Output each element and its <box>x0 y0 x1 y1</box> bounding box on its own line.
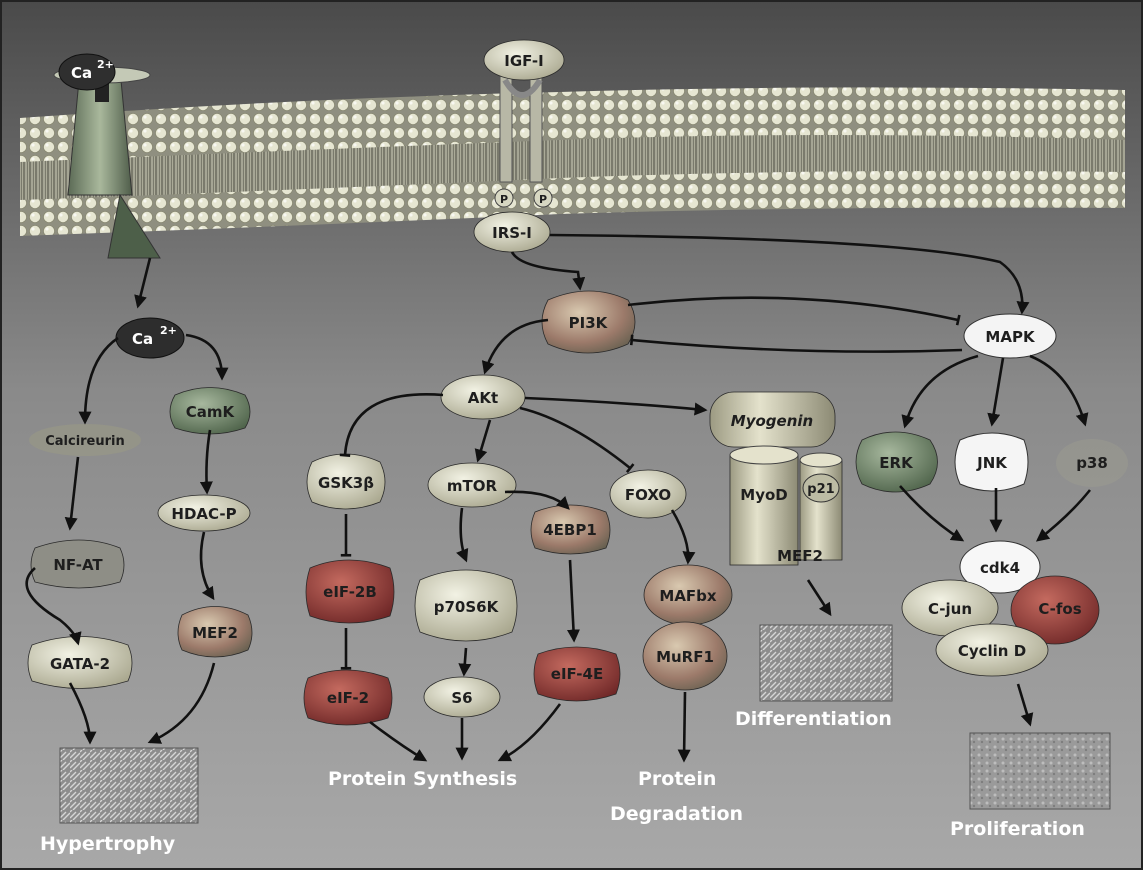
nodes-p-right-label: P <box>539 193 547 206</box>
nodes-cjun-label: C-jun <box>928 600 972 618</box>
nodes-eif2-label: eIF-2 <box>327 689 369 707</box>
nodes-p70-label: p70S6K <box>434 598 500 616</box>
nodes-myod-label: MyoD <box>740 486 787 504</box>
nodes-myogenin-label: Myogenin <box>731 412 813 430</box>
calcineurin-node: Calcireurin <box>29 424 141 456</box>
nodes-mafbx-label: MAFbx <box>659 587 717 605</box>
nodes-p38-label: p38 <box>1076 454 1108 472</box>
akt-node: AKt <box>441 375 525 419</box>
gata-node: GATA-2 <box>28 637 132 689</box>
p38-node: p38 <box>1056 439 1128 487</box>
myogenin-node: Myogenin <box>710 392 835 447</box>
outcome-protein-degradation-line1: Protein <box>638 768 716 790</box>
mtor-node: mTOR <box>428 463 516 507</box>
nfat-node: NF-AT <box>31 540 124 588</box>
hdac-node: HDAC-P <box>158 495 250 531</box>
jnk-node: JNK <box>955 433 1028 491</box>
nodes-cfos-label: C-fos <box>1038 600 1081 618</box>
nodes-hdac-label: HDAC-P <box>171 505 236 523</box>
hypertrophy-tissue-image <box>60 748 198 823</box>
eif2b-node: eIF-2B <box>306 560 394 623</box>
camk-node: CamK <box>170 388 250 435</box>
proliferation-tissue-image <box>970 733 1110 809</box>
eif4e-node: eIF-4E <box>534 647 620 701</box>
nodes-igf-label: IGF-I <box>504 52 544 70</box>
nodes-foxo-label: FOXO <box>625 486 671 504</box>
irs-node: IRS-I <box>474 212 550 252</box>
nodes-pi3k-label: PI3K <box>569 314 609 332</box>
ca-top-node: Ca 2+ <box>59 54 115 90</box>
nodes-nfat-label: NF-AT <box>53 556 103 574</box>
s6-node: S6 <box>424 677 500 717</box>
ebp-node: 4EBP1 <box>531 505 610 554</box>
outcome-protein-synthesis: Protein Synthesis <box>328 768 517 790</box>
mef2-right-node: MEF2 <box>777 547 823 565</box>
cyclin-node: Cyclin D <box>936 624 1048 676</box>
nodes-cdk4-label: cdk4 <box>980 559 1020 577</box>
nodes-s6-label: S6 <box>451 689 472 707</box>
p21-node: p21 <box>800 453 842 560</box>
mapk-node: MAPK <box>964 314 1056 358</box>
erk-node: ERK <box>856 432 938 492</box>
nodes-mef2-right-label: MEF2 <box>777 547 823 565</box>
gsk-node: GSK3β <box>307 454 385 509</box>
nodes-gata-label: GATA-2 <box>50 655 110 673</box>
nodes-ebp-label: 4EBP1 <box>543 521 597 539</box>
nodes-ca-top-sup-label: 2+ <box>97 58 114 71</box>
nodes-ca-mid-base-label: Ca <box>132 330 153 348</box>
p-left-badge: P <box>495 189 513 207</box>
nodes-gsk-label: GSK3β <box>318 474 374 492</box>
ca-mid-node: Ca 2+ <box>116 318 184 358</box>
nodes-mtor-label: mTOR <box>447 477 498 495</box>
pi3k-node: PI3K <box>542 291 635 353</box>
nodes-mapk-label: MAPK <box>985 328 1036 346</box>
murf-node: MuRF1 <box>643 622 727 690</box>
nodes-cyclin-label: Cyclin D <box>958 642 1026 660</box>
differentiation-tissue-image <box>760 625 892 701</box>
outcome-hypertrophy: Hypertrophy <box>40 833 176 855</box>
nodes-eif2b-label: eIF-2B <box>323 583 377 601</box>
nodes-p-left-label: P <box>500 193 508 206</box>
p-right-badge: P <box>534 189 552 207</box>
outcome-protein-degradation-line2: Degradation <box>610 803 743 825</box>
nodes-p21-label: p21 <box>807 482 834 497</box>
nodes-eif4e-label: eIF-4E <box>551 665 603 683</box>
nodes-murf-label: MuRF1 <box>656 648 714 666</box>
nodes-ca-mid-sup-label: 2+ <box>160 324 177 337</box>
nodes-camk-label: CamK <box>186 403 236 421</box>
igf-node: IGF-I <box>484 40 564 80</box>
nodes-irs-label: IRS-I <box>492 224 532 242</box>
nodes-mef2-left-label: MEF2 <box>192 624 238 642</box>
nodes-calcineurin-label: Calcireurin <box>45 434 125 449</box>
nodes-akt-label: AKt <box>468 389 498 407</box>
outcome-proliferation: Proliferation <box>950 818 1085 840</box>
foxo-node: FOXO <box>610 470 686 518</box>
mef2-left-node: MEF2 <box>178 607 252 658</box>
nodes-ca-top-base-label: Ca <box>71 64 92 82</box>
eif2-node: eIF-2 <box>304 670 392 725</box>
p70-node: p70S6K <box>415 570 517 641</box>
nodes-jnk-label: JNK <box>976 454 1008 472</box>
nodes-erk-label: ERK <box>879 454 914 472</box>
outcome-differentiation: Differentiation <box>735 708 892 730</box>
mafbx-node: MAFbx <box>644 565 732 625</box>
